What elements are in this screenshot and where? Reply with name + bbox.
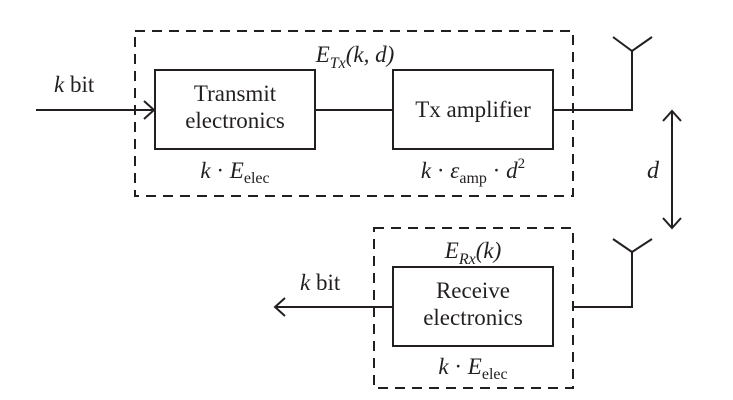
output-arrowhead-icon [273, 297, 286, 317]
receive-block-line2: electronics [423, 305, 523, 330]
output-label: k bit [300, 270, 341, 295]
distance-label: d [647, 158, 660, 184]
receive-electronics-block [392, 266, 554, 347]
tx-amplifier-block [392, 69, 554, 150]
transmit-electronics-block [154, 69, 316, 150]
transmit-block-line1: Transmit [194, 81, 277, 106]
transmit-energy-label: k · Eelec [200, 158, 269, 187]
distance-arrowhead-up-icon [662, 109, 682, 122]
transmitter-group-box [134, 30, 574, 197]
transmitter-energy-label: ETx(k, d) [315, 42, 395, 72]
amplifier-energy-label: k · εamp · d2 [421, 156, 525, 187]
receiver-energy-label: ERx(k) [444, 238, 501, 268]
transmit-block-line2: electronics [185, 108, 285, 133]
tx-antenna-feed [553, 51, 633, 111]
tx-antenna-icon [612, 36, 653, 53]
rx-antenna-icon [612, 238, 653, 254]
tx-amplifier-label: Tx amplifier [415, 97, 531, 122]
input-label: k bit [54, 72, 95, 97]
receive-energy-label: k · Eelec [438, 354, 507, 383]
rx-antenna-feed [573, 252, 633, 308]
distance-arrowhead-down-icon [662, 217, 682, 230]
receive-block-line1: Receive [436, 278, 510, 303]
